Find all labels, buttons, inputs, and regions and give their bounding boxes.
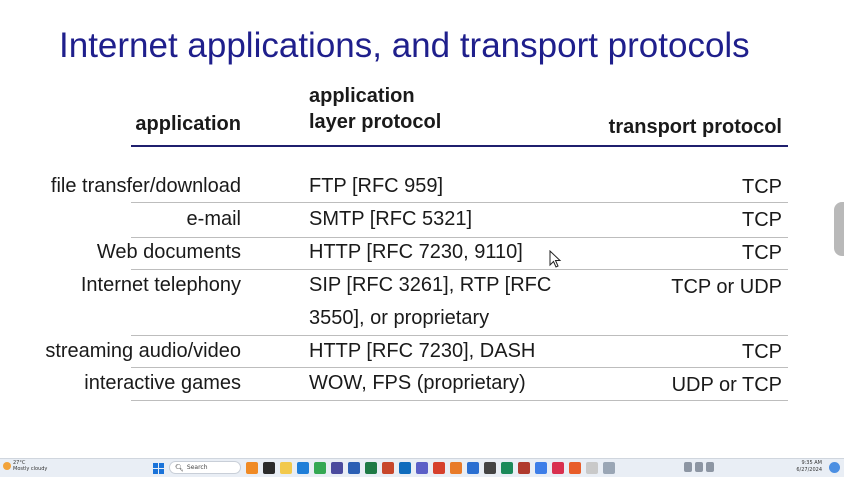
battery-icon[interactable] <box>706 462 714 472</box>
row-divider <box>131 269 788 270</box>
app-icon[interactable] <box>552 462 564 474</box>
row-application: file transfer/download <box>50 175 241 197</box>
header-transport: transport protocol <box>608 116 782 138</box>
system-tray <box>684 462 714 472</box>
weather-widget[interactable]: 27°C Mostly cloudy <box>3 460 47 472</box>
pinned-apps <box>246 462 615 474</box>
weather-temp: 27°C <box>13 460 26 466</box>
header-protocol: application layer protocol <box>309 83 441 135</box>
side-panel-handle[interactable] <box>834 202 844 256</box>
row-protocol: SIP [RFC 3261], RTP [RFC 3550], or propr… <box>309 274 552 329</box>
row-protocol: HTTP [RFC 7230, 9110] <box>309 241 523 263</box>
outlook-icon[interactable] <box>399 462 411 474</box>
app-icon[interactable] <box>603 462 615 474</box>
word-icon[interactable] <box>348 462 360 474</box>
row-transport: UDP or TCP <box>671 374 782 396</box>
start-button[interactable] <box>153 463 164 474</box>
clock[interactable]: 9:35 AM 6/27/2024 <box>796 460 822 474</box>
row-protocol: SMTP [RFC 5321] <box>309 208 473 230</box>
row-transport: TCP <box>742 176 782 198</box>
excel-icon[interactable] <box>365 462 377 474</box>
app-icon[interactable] <box>450 462 462 474</box>
row-protocol: HTTP [RFC 7230], DASH <box>309 340 536 362</box>
header-protocol-line2: layer protocol <box>309 111 442 133</box>
row-application: Web documents <box>96 241 241 263</box>
chrome-icon[interactable] <box>314 462 326 474</box>
app-icon[interactable] <box>484 462 496 474</box>
teams-icon[interactable] <box>416 462 428 474</box>
row-transport: TCP <box>742 242 782 264</box>
row-transport: TCP <box>742 341 782 363</box>
store-icon[interactable] <box>331 462 343 474</box>
app-icon[interactable] <box>535 462 547 474</box>
clock-date: 6/27/2024 <box>796 467 822 473</box>
widget-icon[interactable] <box>246 462 258 474</box>
file-explorer-icon[interactable] <box>280 462 292 474</box>
row-transport: TCP <box>742 209 782 231</box>
slide: Internet applications, and transport pro… <box>45 26 844 401</box>
taskbar: 27°C Mostly cloudy 🔍︎ Search 9:35 AM 6/2… <box>0 458 844 477</box>
wifi-icon[interactable] <box>684 462 692 472</box>
row-application: e-mail <box>186 208 241 230</box>
weather-desc: Mostly cloudy <box>13 466 48 472</box>
app-icon[interactable] <box>518 462 530 474</box>
row-application: streaming audio/video <box>45 340 241 362</box>
volume-icon[interactable] <box>695 462 703 472</box>
row-protocol: FTP [RFC 959] <box>309 175 444 197</box>
row-divider <box>131 237 788 238</box>
header-protocol-line1: application <box>309 85 415 107</box>
taskview-icon[interactable] <box>263 462 275 474</box>
search-label: Search <box>186 464 208 471</box>
mouse-cursor-icon <box>549 250 562 268</box>
notification-icon[interactable] <box>829 462 840 473</box>
row-application: Internet telephony <box>80 274 241 296</box>
clock-time: 9:35 AM <box>801 460 822 466</box>
row-transport: TCP or UDP <box>671 276 782 298</box>
row-divider <box>131 367 788 368</box>
app-icon[interactable] <box>569 462 581 474</box>
header-rule <box>131 145 788 147</box>
app-icon[interactable] <box>586 462 598 474</box>
edge-icon[interactable] <box>297 462 309 474</box>
row-application: interactive games <box>84 372 241 394</box>
slide-title: Internet applications, and transport pro… <box>59 26 750 65</box>
powerpoint-icon[interactable] <box>382 462 394 474</box>
row-divider <box>131 400 788 401</box>
row-divider <box>131 335 788 336</box>
taskbar-search[interactable]: 🔍︎ Search <box>169 461 241 474</box>
header-application: application <box>135 113 241 135</box>
row-protocol: WOW, FPS (proprietary) <box>309 372 526 394</box>
search-icon: 🔍︎ <box>175 463 184 472</box>
app-icon[interactable] <box>501 462 513 474</box>
weather-icon <box>3 462 11 470</box>
app-icon[interactable] <box>467 462 479 474</box>
row-divider <box>131 202 788 203</box>
acrobat-icon[interactable] <box>433 462 445 474</box>
